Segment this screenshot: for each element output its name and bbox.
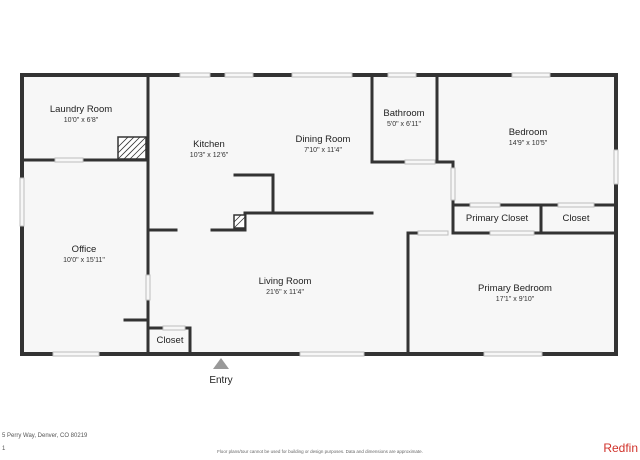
footer-floor-number: 1 (2, 446, 6, 452)
room-primary-bedroom-name: Primary Bedroom (478, 283, 552, 294)
room-kitchen-dims: 10'3" x 12'6" (189, 152, 229, 159)
room-laundry-name: Laundry Room (49, 104, 113, 115)
room-laundry-dims: 10'0" x 6'8" (63, 117, 99, 124)
entry-arrow-icon (213, 358, 229, 369)
footer-disclaimer: Floor plans/tour cannot be used for buil… (217, 449, 423, 454)
windows (19, 72, 619, 357)
room-office-name: Office (71, 244, 97, 255)
room-primary-closet-name: Primary Closet (465, 213, 529, 224)
room-bedroom-name: Bedroom (508, 127, 548, 138)
room-kitchen-name: Kitchen (193, 139, 225, 150)
room-office-dims: 10'0" x 15'11" (63, 257, 105, 264)
room-primary-bedroom-dims: 17'1" x 9'10" (495, 296, 535, 303)
entry-label: Entry (209, 375, 233, 386)
room-living-name: Living Room (258, 276, 312, 287)
hatched-box-laundry (117, 136, 147, 160)
room-bathroom-name: Bathroom (383, 108, 425, 119)
room-dining-name: Dining Room (295, 134, 351, 145)
footer-address: 5 Perry Way, Denver, CO 80219 (2, 433, 88, 439)
room-dining-dims: 7'10" x 11'4" (304, 147, 342, 154)
redfin-logo: Redfin (603, 441, 638, 455)
hatched-box-kitchen (233, 214, 246, 229)
room-living-dims: 21'6" x 11'4" (266, 289, 304, 296)
room-bedroom-dims: 14'9" x 10'5" (508, 140, 548, 147)
room-bathroom-dims: 5'0" x 6'11" (387, 121, 421, 128)
room-closet-right-name: Closet (562, 213, 590, 224)
room-closet-left-name: Closet (156, 335, 184, 346)
